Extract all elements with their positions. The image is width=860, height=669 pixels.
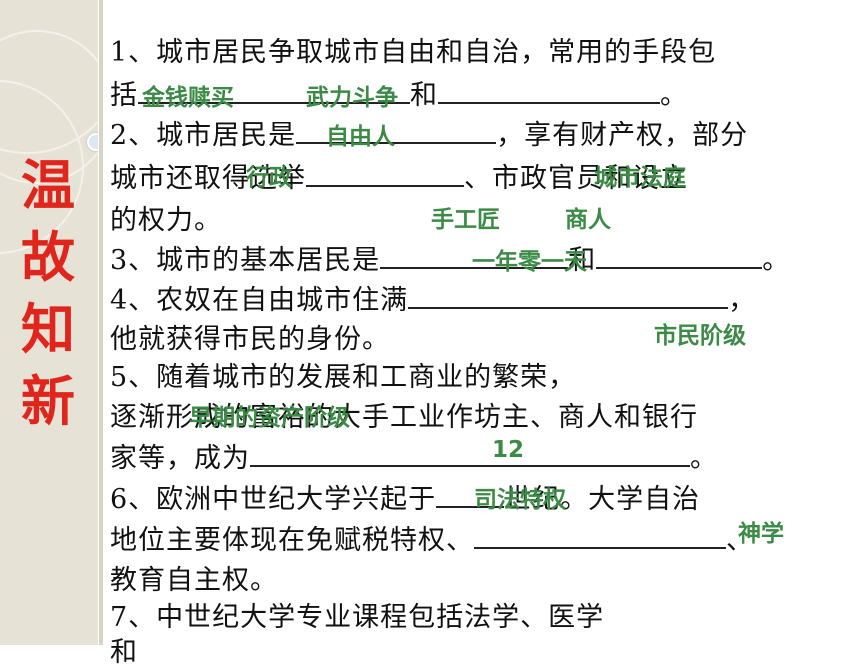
question-text: 1、城市居民争取城市自由和自治，常用的手段包 <box>110 37 717 68</box>
question-text: 和 <box>568 245 597 276</box>
question-text: 和 <box>110 637 138 668</box>
question-line: 的权力。 <box>110 198 222 237</box>
question-text: 3、城市的基本居民是 <box>110 245 381 276</box>
title-char: 故 <box>21 226 75 289</box>
answer-text: 市民阶级 <box>654 323 746 349</box>
answer-blank[interactable] <box>138 78 410 104</box>
answer-text: 武力斗争 <box>306 85 398 111</box>
answer-text: 12 <box>492 437 525 463</box>
question-text: 城市还取得选举 <box>110 163 306 194</box>
question-line: 教育自主权。 <box>110 558 278 597</box>
question-line: 地位主要体现在免赋税特权、 、 <box>110 518 754 557</box>
divider <box>99 0 103 645</box>
question-text: 和 <box>410 80 438 111</box>
answer-text: 早期的资产阶级 <box>189 405 350 431</box>
question-line: 和 <box>110 630 138 669</box>
question-text: 逐渐形成的富裕的大手工业作坊主、商人和银行 <box>110 402 698 433</box>
answer-blank[interactable] <box>408 283 729 309</box>
bullet-dot-icon <box>87 133 98 151</box>
sidebar-panel <box>0 0 98 645</box>
answer-text: 司法特权 <box>474 487 566 513</box>
question-line: 逐渐形成的富裕的大手工业作坊主、商人和银行 <box>110 395 698 434</box>
answer-text: 商人 <box>565 207 611 233</box>
title-char: 新 <box>21 370 75 433</box>
question-text: 4、农奴在自由城市住满 <box>110 285 409 316</box>
question-line: 他就获得市民的身份。 <box>110 317 390 356</box>
question-text: 家等，成为 <box>110 443 250 474</box>
answer-text: 一年零一天 <box>472 249 587 275</box>
answer-text: 手工匠 <box>431 207 500 233</box>
answer-text: 城市法庭 <box>594 165 686 191</box>
question-line: 3、城市的基本居民是 和 。 <box>110 238 790 277</box>
answer-text: 自由人 <box>326 124 395 150</box>
answer-text: 行政 <box>246 165 292 191</box>
question-line: 1、城市居民争取城市自由和自治，常用的手段包 <box>110 30 716 69</box>
question-line: 6、欧洲中世纪大学兴起于 世纪。大学自治 <box>110 477 700 516</box>
answer-blank[interactable] <box>596 243 763 269</box>
title-char: 知 <box>21 298 75 361</box>
question-text: 世纪。大学自治 <box>504 484 701 515</box>
question-line: 5、随着城市的发展和工商业的繁荣， <box>110 355 576 394</box>
question-text: 、 <box>726 525 754 556</box>
question-text: 5、随着城市的发展和工商业的繁荣， <box>110 362 577 393</box>
question-text: 2、城市居民是 <box>110 120 297 151</box>
question-line: 城市还取得选举 、市政官员和设立 <box>110 156 688 195</box>
answer-blank[interactable] <box>380 243 569 269</box>
question-text: 6、欧洲中世纪大学兴起于 <box>110 484 437 515</box>
answer-text: 金钱赎买 <box>142 85 234 111</box>
answer-text: 神学 <box>738 521 784 547</box>
section-title: 温 故 知 新 <box>18 150 78 438</box>
question-line: 2、城市居民是 ，享有财产权，部分 <box>110 113 748 152</box>
question-line: 家等，成为 。 <box>110 436 718 475</box>
answer-blank[interactable] <box>306 161 464 187</box>
question-text: 。 <box>762 245 791 276</box>
question-text: 他就获得市民的身份。 <box>110 324 390 355</box>
answer-blank[interactable] <box>474 523 726 549</box>
question-text: 。 <box>660 80 688 111</box>
question-line: 7、中世纪大学专业课程包括法学、医学 <box>110 595 604 634</box>
question-line: 4、农奴在自由城市住满 ， <box>110 278 756 317</box>
question-text: 括 <box>110 80 138 111</box>
answer-blank[interactable] <box>438 78 660 104</box>
answer-blank[interactable] <box>296 118 497 144</box>
question-text: 地位主要体现在免赋税特权、 <box>110 525 474 556</box>
answer-blank[interactable] <box>436 482 505 508</box>
question-text: ，享有财产权，部分 <box>496 120 749 151</box>
question-text: 、市政官员和设立 <box>464 163 688 194</box>
question-text: ， <box>728 285 757 316</box>
answer-blank[interactable] <box>250 441 690 467</box>
question-line: 括 和 。 <box>110 73 688 112</box>
question-text: 教育自主权。 <box>110 565 278 596</box>
question-text: 7、中世纪大学专业课程包括法学、医学 <box>110 602 605 633</box>
question-text: 。 <box>690 443 718 474</box>
question-text: 的权力。 <box>110 205 222 236</box>
title-char: 温 <box>21 154 75 217</box>
